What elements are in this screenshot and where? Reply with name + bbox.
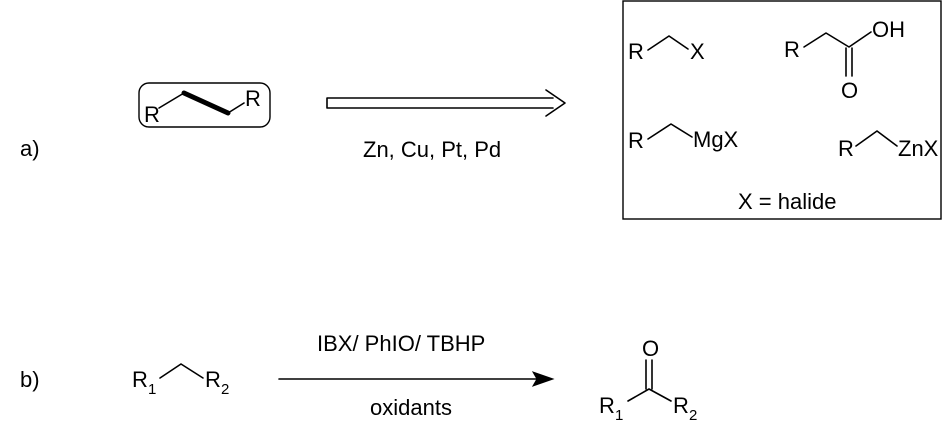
- acid-oh: OH: [872, 17, 905, 42]
- reactant-a-r-right: R: [245, 86, 261, 111]
- acid-o: O: [841, 78, 858, 103]
- reactant-b: R 1 R 2: [132, 363, 229, 398]
- reactant-a: R R: [138, 82, 271, 128]
- grignard-reagent: R MgX: [628, 123, 739, 153]
- grignard-mgx: MgX: [693, 127, 739, 152]
- ketone-o: O: [642, 336, 659, 361]
- acid-r: R: [784, 37, 800, 62]
- ketone-r2: R: [673, 393, 689, 418]
- alkyl-halide: R X: [628, 35, 705, 64]
- reactant-a-box: [138, 82, 271, 128]
- reaction-arrow: [278, 371, 555, 387]
- products-box: [622, 0, 942, 220]
- reactant-b-r1: R: [132, 367, 148, 392]
- scheme-a-conditions: Zn, Cu, Pt, Pd: [363, 137, 501, 162]
- ketone-r2-sub: 2: [689, 407, 697, 423]
- reactant-b-r2-sub: 2: [221, 381, 229, 398]
- bold-bond: [181, 90, 231, 116]
- scheme-b-label: b): [20, 367, 40, 392]
- scheme-a-label: a): [20, 136, 40, 161]
- grignard-r: R: [628, 128, 644, 153]
- carboxylic-acid: R OH O: [784, 17, 905, 103]
- alkyl-halide-r: R: [628, 39, 644, 64]
- reactant-b-r1-sub: 1: [148, 381, 156, 398]
- reactant-a-r-left: R: [144, 102, 160, 127]
- alkyl-halide-x: X: [690, 39, 705, 64]
- bond-r-ch2: [158, 92, 185, 109]
- scheme-b-reagents: IBX/ PhIO/ TBHP: [317, 331, 485, 356]
- organozinc-znx: ZnX: [898, 136, 939, 161]
- bond-ch2-r: [227, 102, 245, 114]
- scheme-b-conditions: oxidants: [370, 395, 452, 420]
- organozinc-r: R: [838, 136, 854, 161]
- retrosynthesis-arrow: [326, 89, 566, 117]
- ketone-r1: R: [599, 393, 615, 418]
- reactant-b-r2: R: [205, 367, 221, 392]
- ketone-product: O R 1 R 2: [599, 336, 697, 423]
- organozinc-reagent: R ZnX: [838, 130, 939, 161]
- halide-legend: X = halide: [738, 189, 836, 214]
- ketone-r1-sub: 1: [615, 407, 623, 423]
